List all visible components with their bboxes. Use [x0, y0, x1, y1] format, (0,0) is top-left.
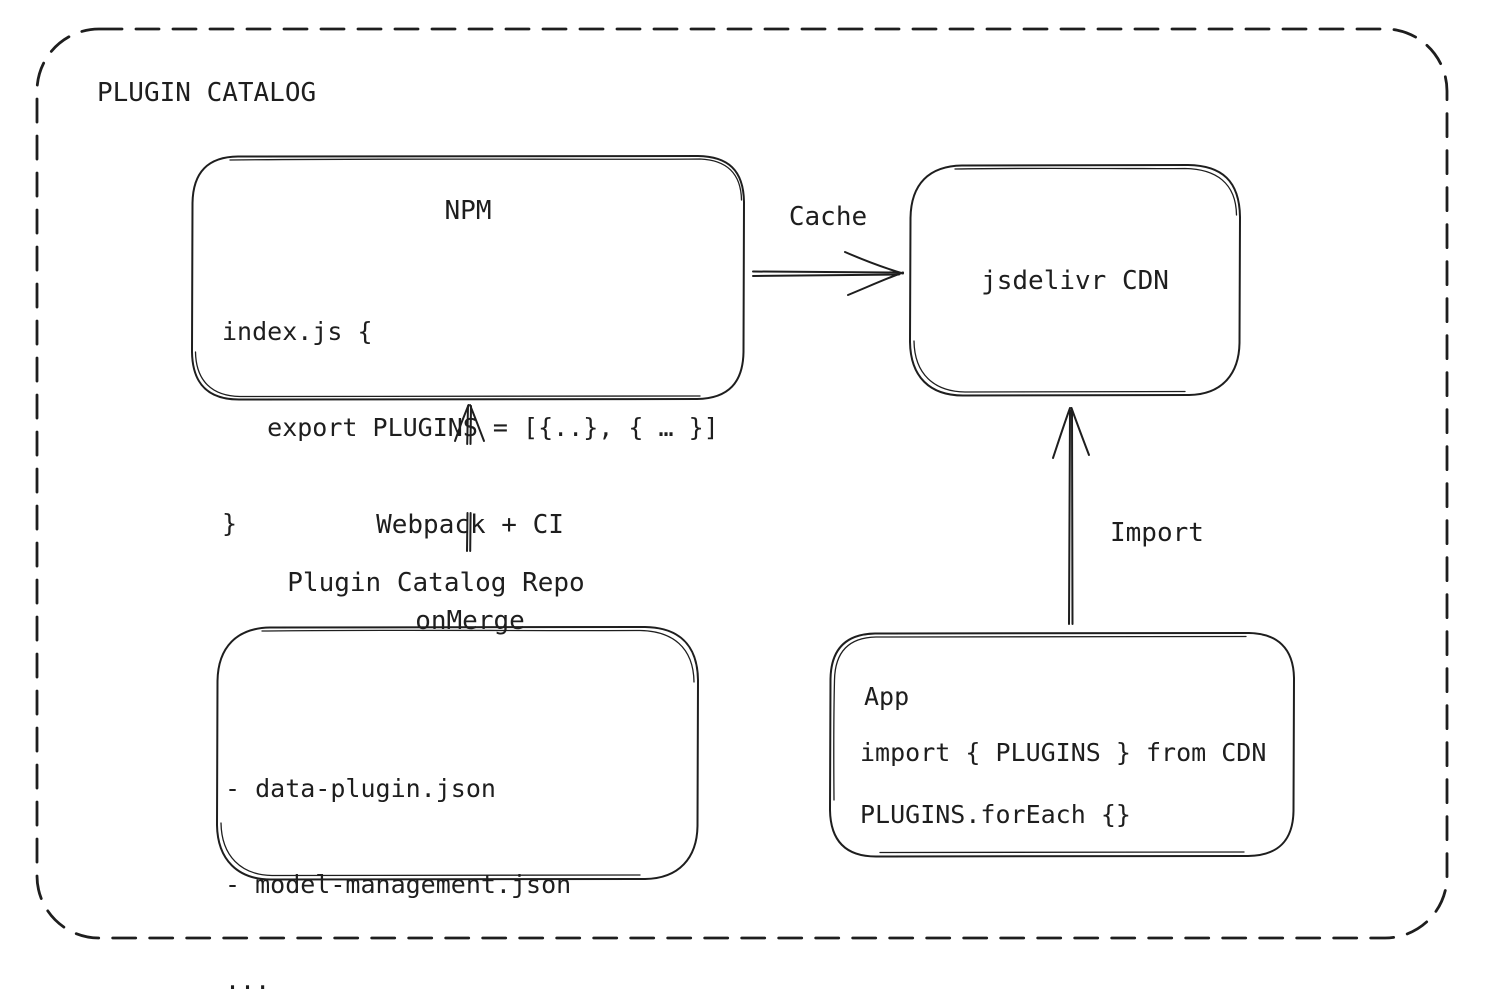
cache-arrow-label: Cache: [788, 202, 868, 232]
build-arrow-label: Webpack + CI onMerge: [320, 445, 620, 701]
build-arrow-label-line: Webpack + CI: [376, 510, 564, 540]
npm-box: [191, 155, 745, 401]
cache-arrow-head: [844, 251, 904, 275]
cdn-box-sketch-echo2: [913, 340, 1186, 393]
app-box-sketch-echo: [833, 635, 1247, 801]
app-box-outline: [829, 632, 1295, 858]
app-title: App: [864, 682, 910, 711]
app-box: [829, 632, 1295, 858]
cdn-label: jsdelivr CDN: [981, 266, 1169, 296]
cache-arrow-shaft: [752, 270, 900, 274]
npm-box-outline: [191, 155, 745, 401]
app-code-line: import { PLUGINS } from CDN: [860, 738, 1267, 767]
npm-box-sketch-echo: [229, 158, 743, 201]
build-arrow-head: [454, 404, 470, 442]
npm-code: index.js { export PLUGINS = [{..}, { … }…: [222, 252, 719, 604]
repo-file-item: - data-plugin.json: [225, 774, 496, 803]
app-code-line: PLUGINS.forEach {}: [860, 800, 1131, 829]
repo-box: [216, 626, 699, 881]
import-arrow-shaft: [1068, 409, 1071, 625]
catalog-boundary-rect: [35, 27, 1449, 940]
app-box-sketch-echo2: [879, 851, 1245, 854]
cache-arrow-shaft2: [752, 273, 900, 277]
repo-file-item: ...: [225, 966, 271, 995]
import-arrow-head2: [1070, 407, 1090, 456]
npm-code-line: index.js {: [222, 317, 373, 346]
build-arrow-shaft-bottom: [466, 512, 469, 552]
build-arrow-shaft-top2: [469, 405, 472, 445]
import-arrow-head: [1052, 407, 1071, 459]
import-arrow-shaft2: [1071, 409, 1074, 625]
npm-code-line: export PLUGINS = [{..}, { … }]: [222, 413, 719, 442]
import-arrow: [1052, 407, 1090, 625]
repo-file-item: - model-management.json: [225, 870, 572, 899]
build-arrow-label-line: onMerge: [415, 606, 525, 636]
npm-code-line: }: [222, 509, 238, 538]
cdn-box-outline: [909, 164, 1241, 397]
catalog-boundary: [35, 27, 1449, 940]
repo-title: Plugin Catalog Repo: [287, 568, 585, 598]
import-arrow-label: Import: [1110, 518, 1204, 548]
cache-arrow: [752, 251, 904, 296]
cache-arrow-head2: [847, 271, 904, 296]
npm-box-sketch-echo2: [194, 351, 701, 398]
repo-box-sketch-echo: [261, 629, 695, 683]
repo-box-sketch-echo2: [220, 822, 641, 877]
cdn-box-sketch-echo: [954, 167, 1238, 216]
npm-title: NPM: [444, 196, 492, 226]
build-arrow-shaft-top: [466, 405, 469, 445]
repo-box-outline: [216, 626, 699, 881]
repo-file-list: - data-plugin.json - model-management.js…: [225, 709, 571, 1002]
build-arrow-head2: [469, 404, 485, 442]
build-arrow: [454, 404, 485, 552]
diagram-title: PLUGIN CATALOG: [97, 78, 317, 108]
cdn-box: [909, 164, 1241, 397]
